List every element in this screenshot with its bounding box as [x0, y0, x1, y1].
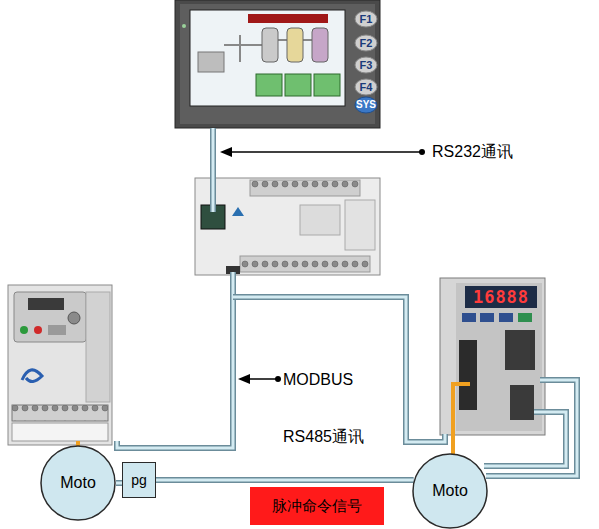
- vfd-display: [28, 298, 64, 310]
- signal-cable: [484, 412, 566, 466]
- led-panel: [300, 205, 340, 235]
- motor-power-wire: [453, 384, 470, 454]
- function-button: [355, 11, 377, 27]
- signal-box: 脉冲命令信号: [250, 487, 384, 525]
- node-content: pg: [123, 463, 155, 497]
- button-label: F3: [355, 59, 377, 72]
- servo-display: [465, 286, 537, 308]
- screen-panel: [314, 74, 340, 96]
- leader-dot: [275, 376, 281, 382]
- node-content: 脉冲命令信号: [250, 487, 384, 525]
- motor-circle: Moto: [40, 445, 116, 521]
- node-text: Moto: [432, 482, 468, 500]
- rs485-cable: [117, 272, 233, 448]
- screen-tank: [262, 28, 278, 62]
- servo-key: [518, 313, 532, 322]
- power-connector: [459, 340, 477, 410]
- function-button: [355, 57, 377, 73]
- cable-outline: [156, 477, 414, 483]
- plc-cover: [345, 200, 375, 250]
- vfd-keys: [48, 325, 66, 335]
- rs232-cable: [212, 128, 215, 212]
- power-led: [182, 24, 186, 28]
- leader-arrowhead: [220, 147, 232, 157]
- vfd-body: [8, 285, 112, 445]
- motor-outline: [41, 446, 115, 520]
- screen-panel: [256, 74, 282, 96]
- vfd-base: [12, 423, 108, 441]
- screen-panel: [285, 74, 311, 96]
- node-text: Moto: [60, 474, 96, 492]
- node-text: 脉冲命令信号: [272, 497, 362, 514]
- rs485-cable: [117, 272, 233, 448]
- servo-body: [440, 278, 545, 435]
- leader-dot: [419, 149, 425, 155]
- button-label: F1: [355, 13, 377, 26]
- comm-label: MODBUS: [283, 370, 353, 389]
- rs485-cable: [233, 297, 445, 442]
- screen-title-bar: [248, 14, 328, 23]
- comm-label: RS232通讯: [432, 142, 513, 161]
- display-digits: 16888: [465, 287, 537, 307]
- hmi-frame: [175, 0, 380, 128]
- io-connector: [505, 330, 535, 370]
- cable-core: [156, 479, 414, 482]
- servo-key: [462, 313, 476, 322]
- button-label: F2: [355, 37, 377, 50]
- rs485-cable: [233, 297, 445, 442]
- servo-front: [456, 283, 542, 431]
- node-text: pg: [131, 472, 147, 488]
- hmi-bezel: [180, 4, 375, 124]
- cable-connector: [156, 480, 414, 481]
- leader-arrowhead: [238, 374, 250, 384]
- button-label: F4: [355, 81, 377, 94]
- node-content: Moto: [40, 445, 116, 521]
- plc-body: [195, 178, 380, 275]
- function-button: [355, 35, 377, 51]
- screen-tank: [312, 28, 328, 62]
- node-content: Moto: [412, 453, 488, 529]
- encoder-connector: [510, 385, 534, 420]
- vfd-knob: [68, 312, 80, 324]
- signal-cable: [484, 412, 566, 466]
- function-button: [355, 79, 377, 95]
- brand-logo: [232, 207, 244, 216]
- vfd-keypad: [14, 292, 86, 342]
- terminal-strip: [240, 256, 370, 272]
- rs232-cable: [210, 128, 216, 212]
- screen-tank: [287, 28, 303, 62]
- vfd-side: [86, 292, 110, 402]
- stop-button: [34, 326, 42, 334]
- servo-key: [499, 313, 513, 322]
- hmi-screen: [190, 10, 345, 106]
- motor-circle: Moto: [412, 453, 488, 529]
- motor-outline: [413, 454, 487, 528]
- leader-line: [230, 151, 421, 153]
- leader-line: [248, 378, 277, 380]
- servo-key: [480, 313, 494, 322]
- encoder-box: pg: [122, 462, 156, 498]
- button-label: SYS: [353, 99, 379, 111]
- terminal-strip: [250, 180, 360, 196]
- brand-logo: [22, 370, 42, 382]
- screen-device: [198, 52, 224, 72]
- terminal-strip: [12, 405, 108, 421]
- run-button: [20, 326, 28, 334]
- comm-label: RS485通讯: [283, 427, 364, 446]
